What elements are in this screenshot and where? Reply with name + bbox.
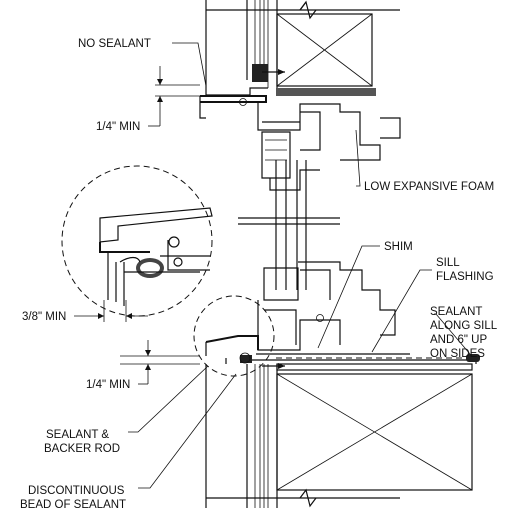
head-frame xyxy=(199,87,401,191)
label-no-sealant: NO SEALANT xyxy=(78,38,151,50)
detail-enlargement-circle xyxy=(61,165,213,317)
dimension-three-eighths xyxy=(74,300,148,322)
label-sealant-and: SEALANT & xyxy=(46,429,109,441)
label-backer-rod: BACKER ROD xyxy=(44,443,120,455)
label-sill: SILL xyxy=(436,257,460,269)
label-shim: SHIM xyxy=(384,241,413,253)
dimension-bottom-quarter xyxy=(120,340,200,385)
sealant-backer-rod xyxy=(240,355,252,363)
label-along-sill: ALONG SILL xyxy=(430,320,498,332)
enlarged-detail xyxy=(99,207,213,306)
label-bead-of-sealant: BEAD OF SEALANT xyxy=(20,499,126,511)
label-and-6-up: AND 6" UP xyxy=(430,334,487,346)
low-expansive-foam-strip xyxy=(276,88,376,96)
sill-wall-assembly xyxy=(205,352,480,508)
dimension-top-quarter xyxy=(148,66,200,127)
label-quarter-min-top: 1/4" MIN xyxy=(96,121,140,133)
label-sealant: SEALANT xyxy=(430,306,482,318)
leader-lines xyxy=(128,42,471,489)
label-low-expansive-foam: LOW EXPANSIVE FOAM xyxy=(364,181,494,193)
sill-sealant-bead xyxy=(466,354,480,362)
label-on-sides: ON SIDES xyxy=(430,348,485,360)
head-wall-assembly xyxy=(205,0,400,96)
label-flashing: FLASHING xyxy=(436,271,494,283)
label-three-eighths-min: 3/8" MIN xyxy=(22,311,66,323)
label-discontinuous: DISCONTINUOUS xyxy=(28,485,125,497)
label-quarter-min-bottom: 1/4" MIN xyxy=(86,379,130,391)
top-sealant-bead xyxy=(252,64,268,82)
